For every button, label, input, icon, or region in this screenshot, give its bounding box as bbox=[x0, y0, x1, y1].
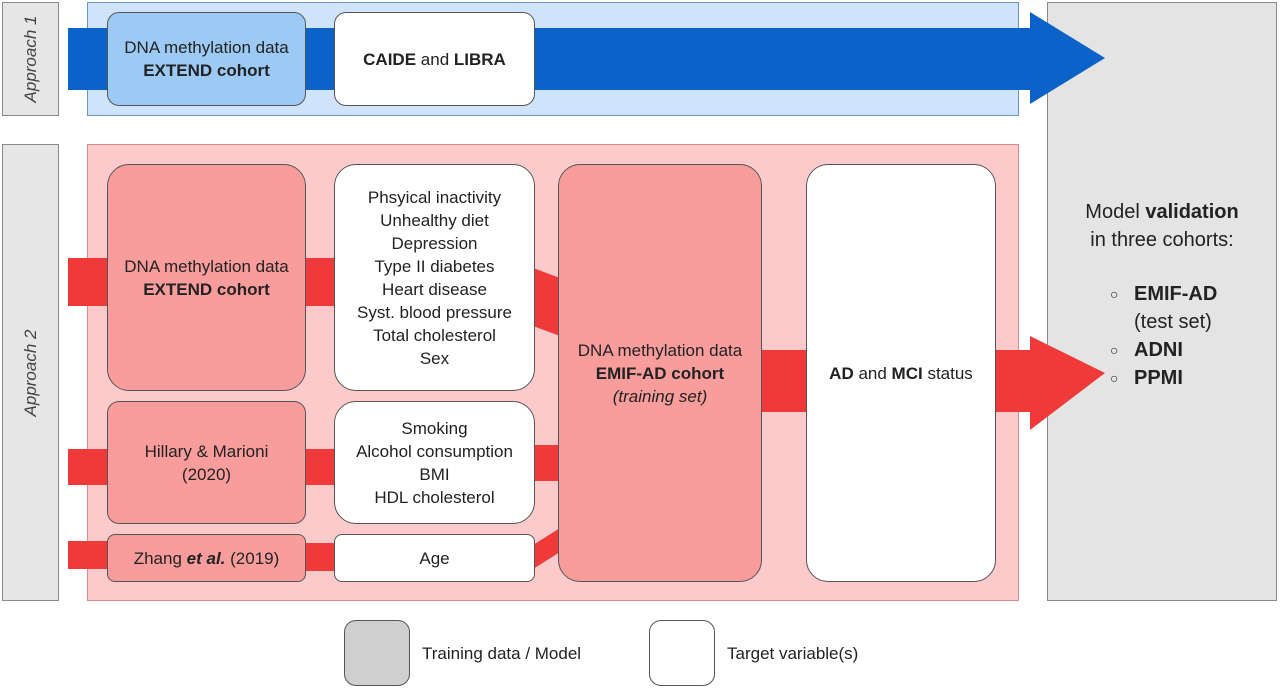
libra-label: LIBRA bbox=[453, 49, 506, 69]
zhang-to-age-arrow bbox=[305, 543, 336, 571]
validation-title-model: Model bbox=[1085, 201, 1146, 223]
approach-2-extend-line1: DNA methylation data bbox=[124, 256, 289, 276]
approach-1-label: Approach 1 bbox=[2, 2, 59, 116]
risk-factor-item: Heart disease bbox=[382, 279, 487, 299]
factors-to-emif-arrow bbox=[533, 268, 560, 336]
zhang-box: Zhang et al. (2019) bbox=[107, 534, 306, 582]
approach-1-extend-line1: DNA methylation data bbox=[124, 38, 289, 57]
age-to-emif-arrow bbox=[533, 528, 560, 569]
hillary-to-factors-arrow bbox=[305, 449, 336, 485]
risk-factor-item: Phsyical inactivity bbox=[367, 187, 502, 207]
cohort-item-adni: ○ ADNI bbox=[1110, 336, 1270, 364]
legend-training-label: Training data / Model bbox=[422, 644, 582, 663]
risk-factor-item: Depression bbox=[391, 233, 478, 253]
cohort-name: ADNI bbox=[1134, 339, 1183, 361]
validation-title-line2: in three cohorts: bbox=[1090, 229, 1234, 251]
status-label: status bbox=[922, 363, 973, 383]
approach-1-extend-line2: EXTEND cohort bbox=[143, 61, 270, 80]
approach-1-arrow bbox=[68, 12, 1105, 104]
emif-line3: (training set) bbox=[612, 386, 708, 406]
zhang-input-arrow bbox=[68, 541, 108, 569]
emif-ad-box: DNA methylation data EMIF-AD cohort (tra… bbox=[558, 164, 762, 582]
risk-factor-item: Type II diabetes bbox=[374, 256, 495, 276]
cohort-note: (test set) bbox=[1134, 311, 1212, 333]
validation-panel bbox=[1047, 2, 1277, 601]
zhang-year: (2019) bbox=[225, 548, 280, 568]
emif-to-outcome-arrow bbox=[760, 350, 808, 412]
ad-mci-status-box: AD and MCI status bbox=[806, 164, 996, 582]
hillary-marioni-box: Hillary & Marioni (2020) bbox=[107, 401, 306, 524]
extend-input-arrow bbox=[68, 258, 108, 306]
outcome-to-validation-arrow bbox=[995, 336, 1105, 430]
risk-factors-box: Phsyical inactivity Unhealthy diet Depre… bbox=[334, 164, 535, 391]
lifestyle-factor-item: HDL cholesterol bbox=[374, 487, 495, 507]
risk-factor-item: Unhealthy diet bbox=[380, 210, 489, 230]
approach-2-extend-box: DNA methylation data EXTEND cohort bbox=[107, 164, 306, 391]
legend-target-label: Target variable(s) bbox=[727, 644, 859, 663]
risk-factor-item: Sex bbox=[419, 348, 450, 368]
ad-mci-and: and bbox=[853, 363, 892, 383]
extend-to-factors-arrow bbox=[305, 258, 336, 306]
cohort-item-ppmi: ○ PPMI bbox=[1110, 364, 1270, 392]
emif-line1: DNA methylation data bbox=[577, 340, 743, 360]
risk-factor-item: Total cholesterol bbox=[373, 325, 496, 345]
lifestyle-factors-box: Smoking Alcohol consumption BMI HDL chol… bbox=[334, 401, 535, 524]
validation-title: Model validation in three cohorts: bbox=[1047, 198, 1277, 254]
bullet-icon: ○ bbox=[1110, 342, 1119, 358]
lifestyle-factor-item: Smoking bbox=[401, 418, 468, 438]
bullet-icon: ○ bbox=[1110, 286, 1119, 302]
caide-libra-and: and bbox=[416, 49, 454, 69]
risk-factor-item: Syst. blood pressure bbox=[357, 302, 512, 322]
approach-2-label: Approach 2 bbox=[2, 144, 59, 601]
lifestyle-factor-item: Alcohol consumption bbox=[356, 441, 513, 461]
zhang-author: Zhang bbox=[133, 548, 187, 568]
age-label: Age bbox=[419, 548, 450, 568]
age-box: Age bbox=[334, 534, 535, 582]
emif-line2: EMIF-AD cohort bbox=[595, 363, 725, 383]
mci-label: MCI bbox=[891, 363, 923, 383]
hillary-input-arrow bbox=[68, 449, 108, 485]
validation-title-bold: validation bbox=[1145, 201, 1239, 223]
legend-target-swatch bbox=[649, 620, 715, 686]
cohort-name: EMIF-AD bbox=[1134, 283, 1218, 305]
hillary-line2: (2020) bbox=[181, 464, 232, 484]
caide-label: CAIDE bbox=[363, 49, 417, 69]
cohort-name: PPMI bbox=[1134, 367, 1183, 389]
approach-1-extend-box: DNA methylation data EXTEND cohort bbox=[107, 12, 306, 106]
bullet-icon: ○ bbox=[1110, 370, 1119, 386]
approach-2-extend-line2: EXTEND cohort bbox=[143, 279, 270, 299]
validation-cohort-list: ○ EMIF-AD (test set) ○ ADNI ○ PPMI bbox=[1110, 280, 1270, 392]
cohort-item-emif-ad: ○ EMIF-AD bbox=[1110, 280, 1270, 308]
hillary-factors-to-emif-arrow bbox=[533, 445, 560, 481]
zhang-et-al: et al. bbox=[186, 548, 226, 568]
lifestyle-factor-item: BMI bbox=[419, 464, 450, 484]
ad-label: AD bbox=[829, 363, 854, 383]
legend-training-swatch bbox=[344, 620, 410, 686]
hillary-line1: Hillary & Marioni bbox=[144, 441, 269, 461]
caide-libra-box: CAIDE and LIBRA bbox=[334, 12, 535, 106]
